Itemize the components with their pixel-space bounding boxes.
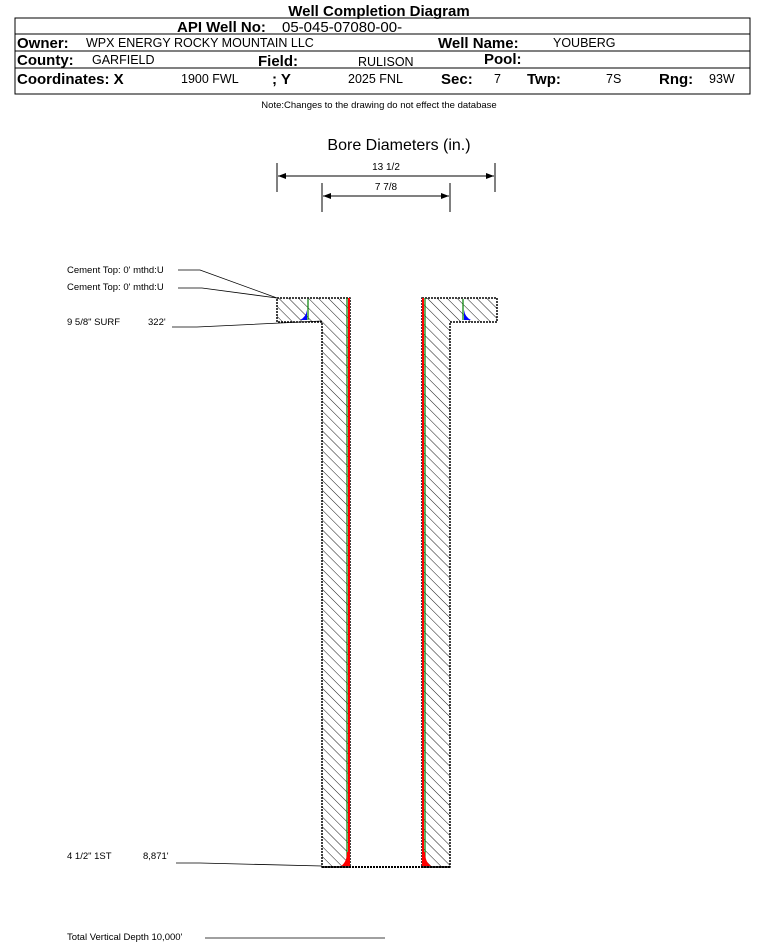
county-label: County: (17, 52, 74, 69)
diagram-title: Well Completion Diagram (288, 3, 469, 20)
pool-label: Pool: (484, 51, 522, 68)
rng-value: 93W (709, 72, 735, 86)
coord-x-label: Coordinates: X (17, 71, 124, 88)
header-table: API Well No: 05-045-07080-00- Owner: WPX… (14, 17, 751, 95)
tvd-label: Total Vertical Depth 10,000' (67, 932, 183, 943)
surface-cement-right (464, 310, 471, 320)
annotations: Cement Top: 0' mthd:U Cement Top: 0' mth… (67, 265, 385, 943)
cement-shoe-left (341, 852, 350, 866)
cement-top-label-2: Cement Top: 0' mthd:U (67, 282, 164, 293)
twp-label: Twp: (527, 71, 561, 88)
owner-value: WPX ENERGY ROCKY MOUNTAIN LLC (86, 36, 314, 50)
rng-label: Rng: (659, 71, 693, 88)
sec-value: 7 (494, 72, 501, 86)
twp-value: 7S (606, 72, 621, 86)
left-wall (276, 297, 351, 868)
well-name-value: YOUBERG (553, 36, 616, 50)
cement-shoe-right (422, 852, 431, 866)
surface-casing-depth: 322' (148, 317, 166, 328)
field-label: Field: (258, 53, 298, 70)
inner-diameter-dimension: 7 7/8 (321, 182, 451, 212)
right-wall (421, 297, 498, 868)
outer-diameter-label: 13 1/2 (372, 162, 400, 173)
coord-y-value: 2025 FNL (348, 72, 403, 86)
owner-label: Owner: (17, 35, 69, 52)
note-text: Note:Changes to the drawing do not effec… (261, 100, 496, 111)
production-casing-depth: 8,871' (143, 851, 169, 862)
field-value: RULISON (358, 55, 414, 69)
cement-top-label-1: Cement Top: 0' mthd:U (67, 265, 164, 276)
well-name-label: Well Name: (438, 35, 519, 52)
bore-title: Bore Diameters (in.) (327, 137, 470, 154)
surface-casing-label: 9 5/8" SURF (67, 317, 120, 328)
coord-x-value: 1900 FWL (181, 72, 239, 86)
inner-diameter-label: 7 7/8 (375, 182, 398, 193)
sec-label: Sec: (441, 71, 473, 88)
surface-cement-left (300, 310, 307, 320)
outer-diameter-dimension: 13 1/2 (276, 162, 496, 192)
coord-y-label: ; Y (272, 71, 291, 88)
api-label: API Well No: (177, 19, 266, 36)
wellbore (276, 297, 498, 868)
api-value: 05-045-07080-00- (282, 19, 402, 36)
county-value: GARFIELD (92, 53, 155, 67)
production-casing-label: 4 1/2" 1ST (67, 851, 112, 862)
